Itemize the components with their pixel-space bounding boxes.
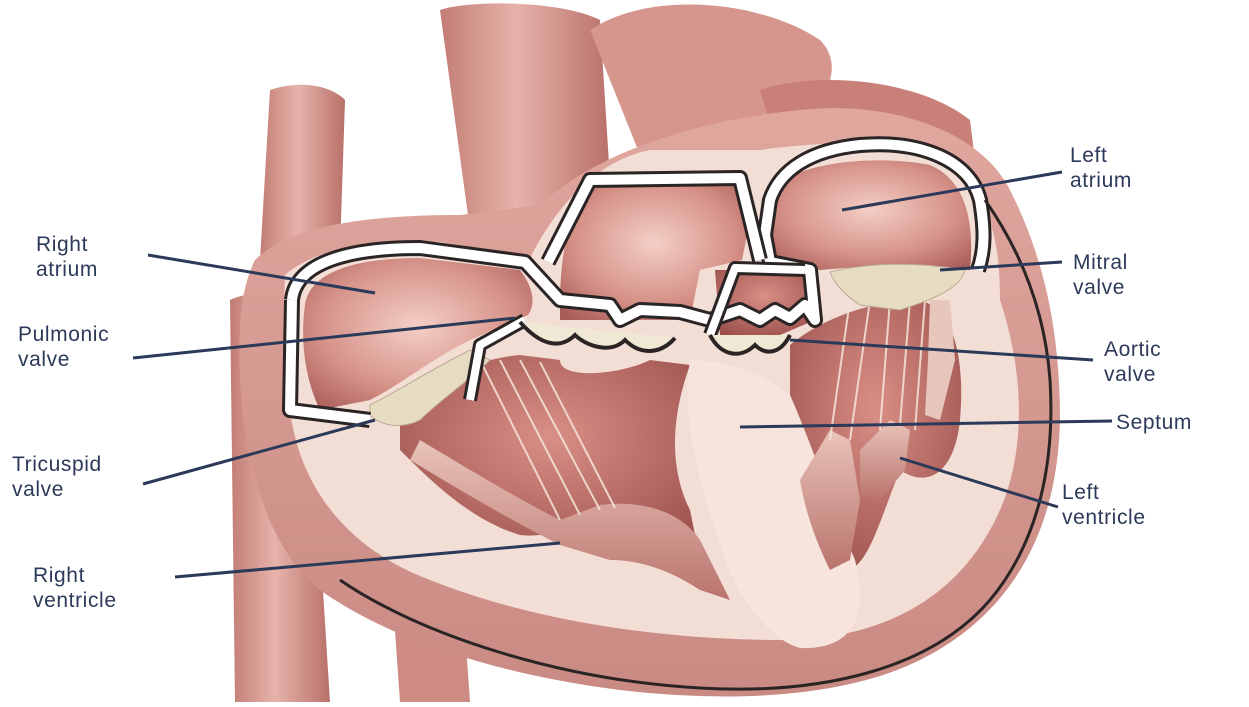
left-atrium-chamber [770, 160, 971, 270]
label-right-ventricle: Right ventricle [33, 563, 117, 613]
label-septum: Septum [1116, 410, 1192, 435]
label-tricuspid-valve: Tricuspid valve [12, 452, 102, 502]
label-left-atrium: Left atrium [1070, 143, 1132, 193]
label-right-atrium: Right atrium [36, 232, 98, 282]
label-aortic-valve: Aortic valve [1104, 337, 1161, 387]
label-pulmonic-valve: Pulmonic valve [18, 322, 109, 372]
label-mitral-valve: Mitral valve [1073, 250, 1128, 300]
label-left-ventricle: Left ventricle [1062, 480, 1146, 530]
aortic-valve-cusps [710, 335, 790, 354]
